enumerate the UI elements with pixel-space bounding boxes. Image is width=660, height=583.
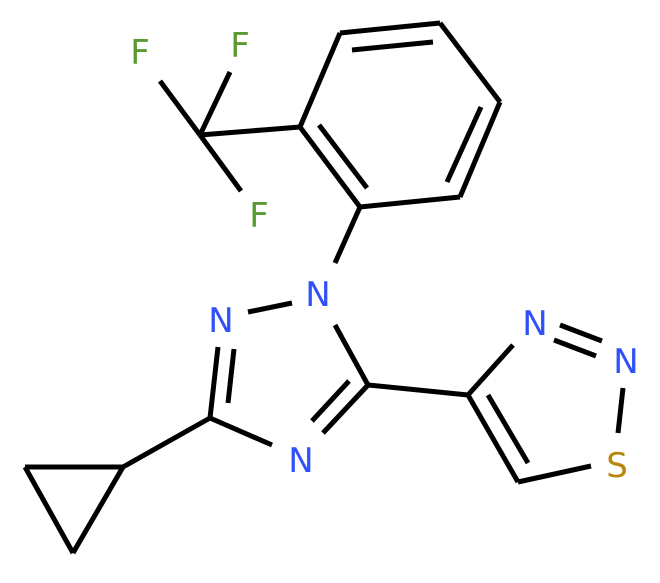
fluorine-atom-2: F <box>230 26 250 66</box>
fluorine-atom-1: F <box>130 33 150 73</box>
thiadiazole-nitrogen-2: N <box>613 342 638 382</box>
fluorine-atom-3: F <box>249 196 269 236</box>
thiadiazole-sulfur: S <box>606 446 628 486</box>
atom-labels: F F F N N N N N S <box>130 26 639 486</box>
thiadiazole-nitrogen-3: N <box>522 304 547 344</box>
triazole-nitrogen-1: N <box>305 275 330 315</box>
bonds <box>22 20 626 555</box>
triazole-nitrogen-2: N <box>208 301 233 341</box>
triazole-nitrogen-4: N <box>288 441 313 481</box>
